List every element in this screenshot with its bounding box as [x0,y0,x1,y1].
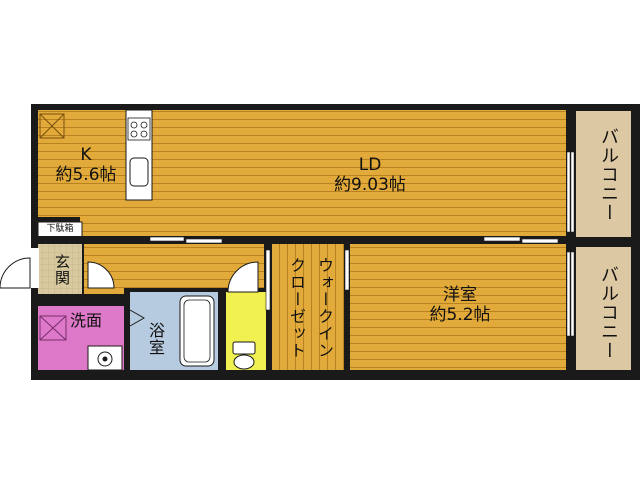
washbasin-drain [102,356,108,362]
washroom-icon-box [39,315,67,341]
kitchen-floor [38,110,128,217]
kitchen-vent-cross [39,113,65,139]
sliding-door [185,238,223,244]
balcony-bottom [574,245,633,372]
closet-door [344,249,350,291]
burner-icon [140,130,148,138]
stove [127,117,151,141]
ld-floor [128,110,566,236]
toilet-bowl [233,354,255,370]
sliding-door [149,236,185,242]
sliding-door [521,238,559,244]
bath-label: 浴室 [146,322,165,356]
wall [566,110,575,370]
kitchen-size: 約5.6帖 [55,164,117,185]
shoe-box-label: 下駄箱 [46,224,74,234]
burner-icon [130,121,138,129]
entrance-floor [38,244,82,294]
balcony-window [570,151,575,233]
kitchen-vent-icon [39,113,65,139]
wall [38,294,82,306]
entrance-door-swing [0,257,31,289]
wall [344,236,566,244]
bathtub-inner [183,299,211,363]
balcony-window [566,151,571,233]
balcony-window [566,251,571,337]
burner-icon [140,121,148,129]
sliding-door [483,236,521,242]
hallway-door-swing [87,261,115,289]
bath-door [129,309,146,327]
balcony-top [574,109,633,239]
ld-label: LD 約9.03帖 [300,155,440,195]
toilet-tank [232,341,256,355]
washroom-label: 洗面 [70,311,103,330]
burner-icon [130,130,138,138]
wall [344,244,350,370]
wall [124,288,226,292]
western-room-label: 洋室 約5.2帖 [400,285,520,325]
ld-name: LD [358,155,382,175]
entrance-label: 玄関 [53,254,71,286]
western-room-size: 約5.2帖 [429,304,491,325]
toilet-door-swing [227,261,259,293]
kitchen-label: K 約5.6帖 [44,145,128,185]
closet-label: ウォークインクローゼット [287,257,334,359]
balcony-label-top: バルコニー [598,126,619,222]
western-room-floor [350,244,566,370]
kitchen-name: K [80,145,92,165]
bath-wall [124,290,130,370]
kitchen-lower-floor [80,200,140,236]
western-room-name: 洋室 [443,285,477,305]
kitchen-sink [129,157,149,187]
closet-door [265,249,271,311]
ld-size: 約9.03帖 [334,174,406,195]
closet-floor [272,244,344,370]
balcony-window [570,251,575,337]
washroom-vent-icon [39,315,67,341]
entrance-door-gap [30,248,39,288]
balcony-label-bottom: バルコニー [598,264,619,360]
wall [218,290,226,370]
